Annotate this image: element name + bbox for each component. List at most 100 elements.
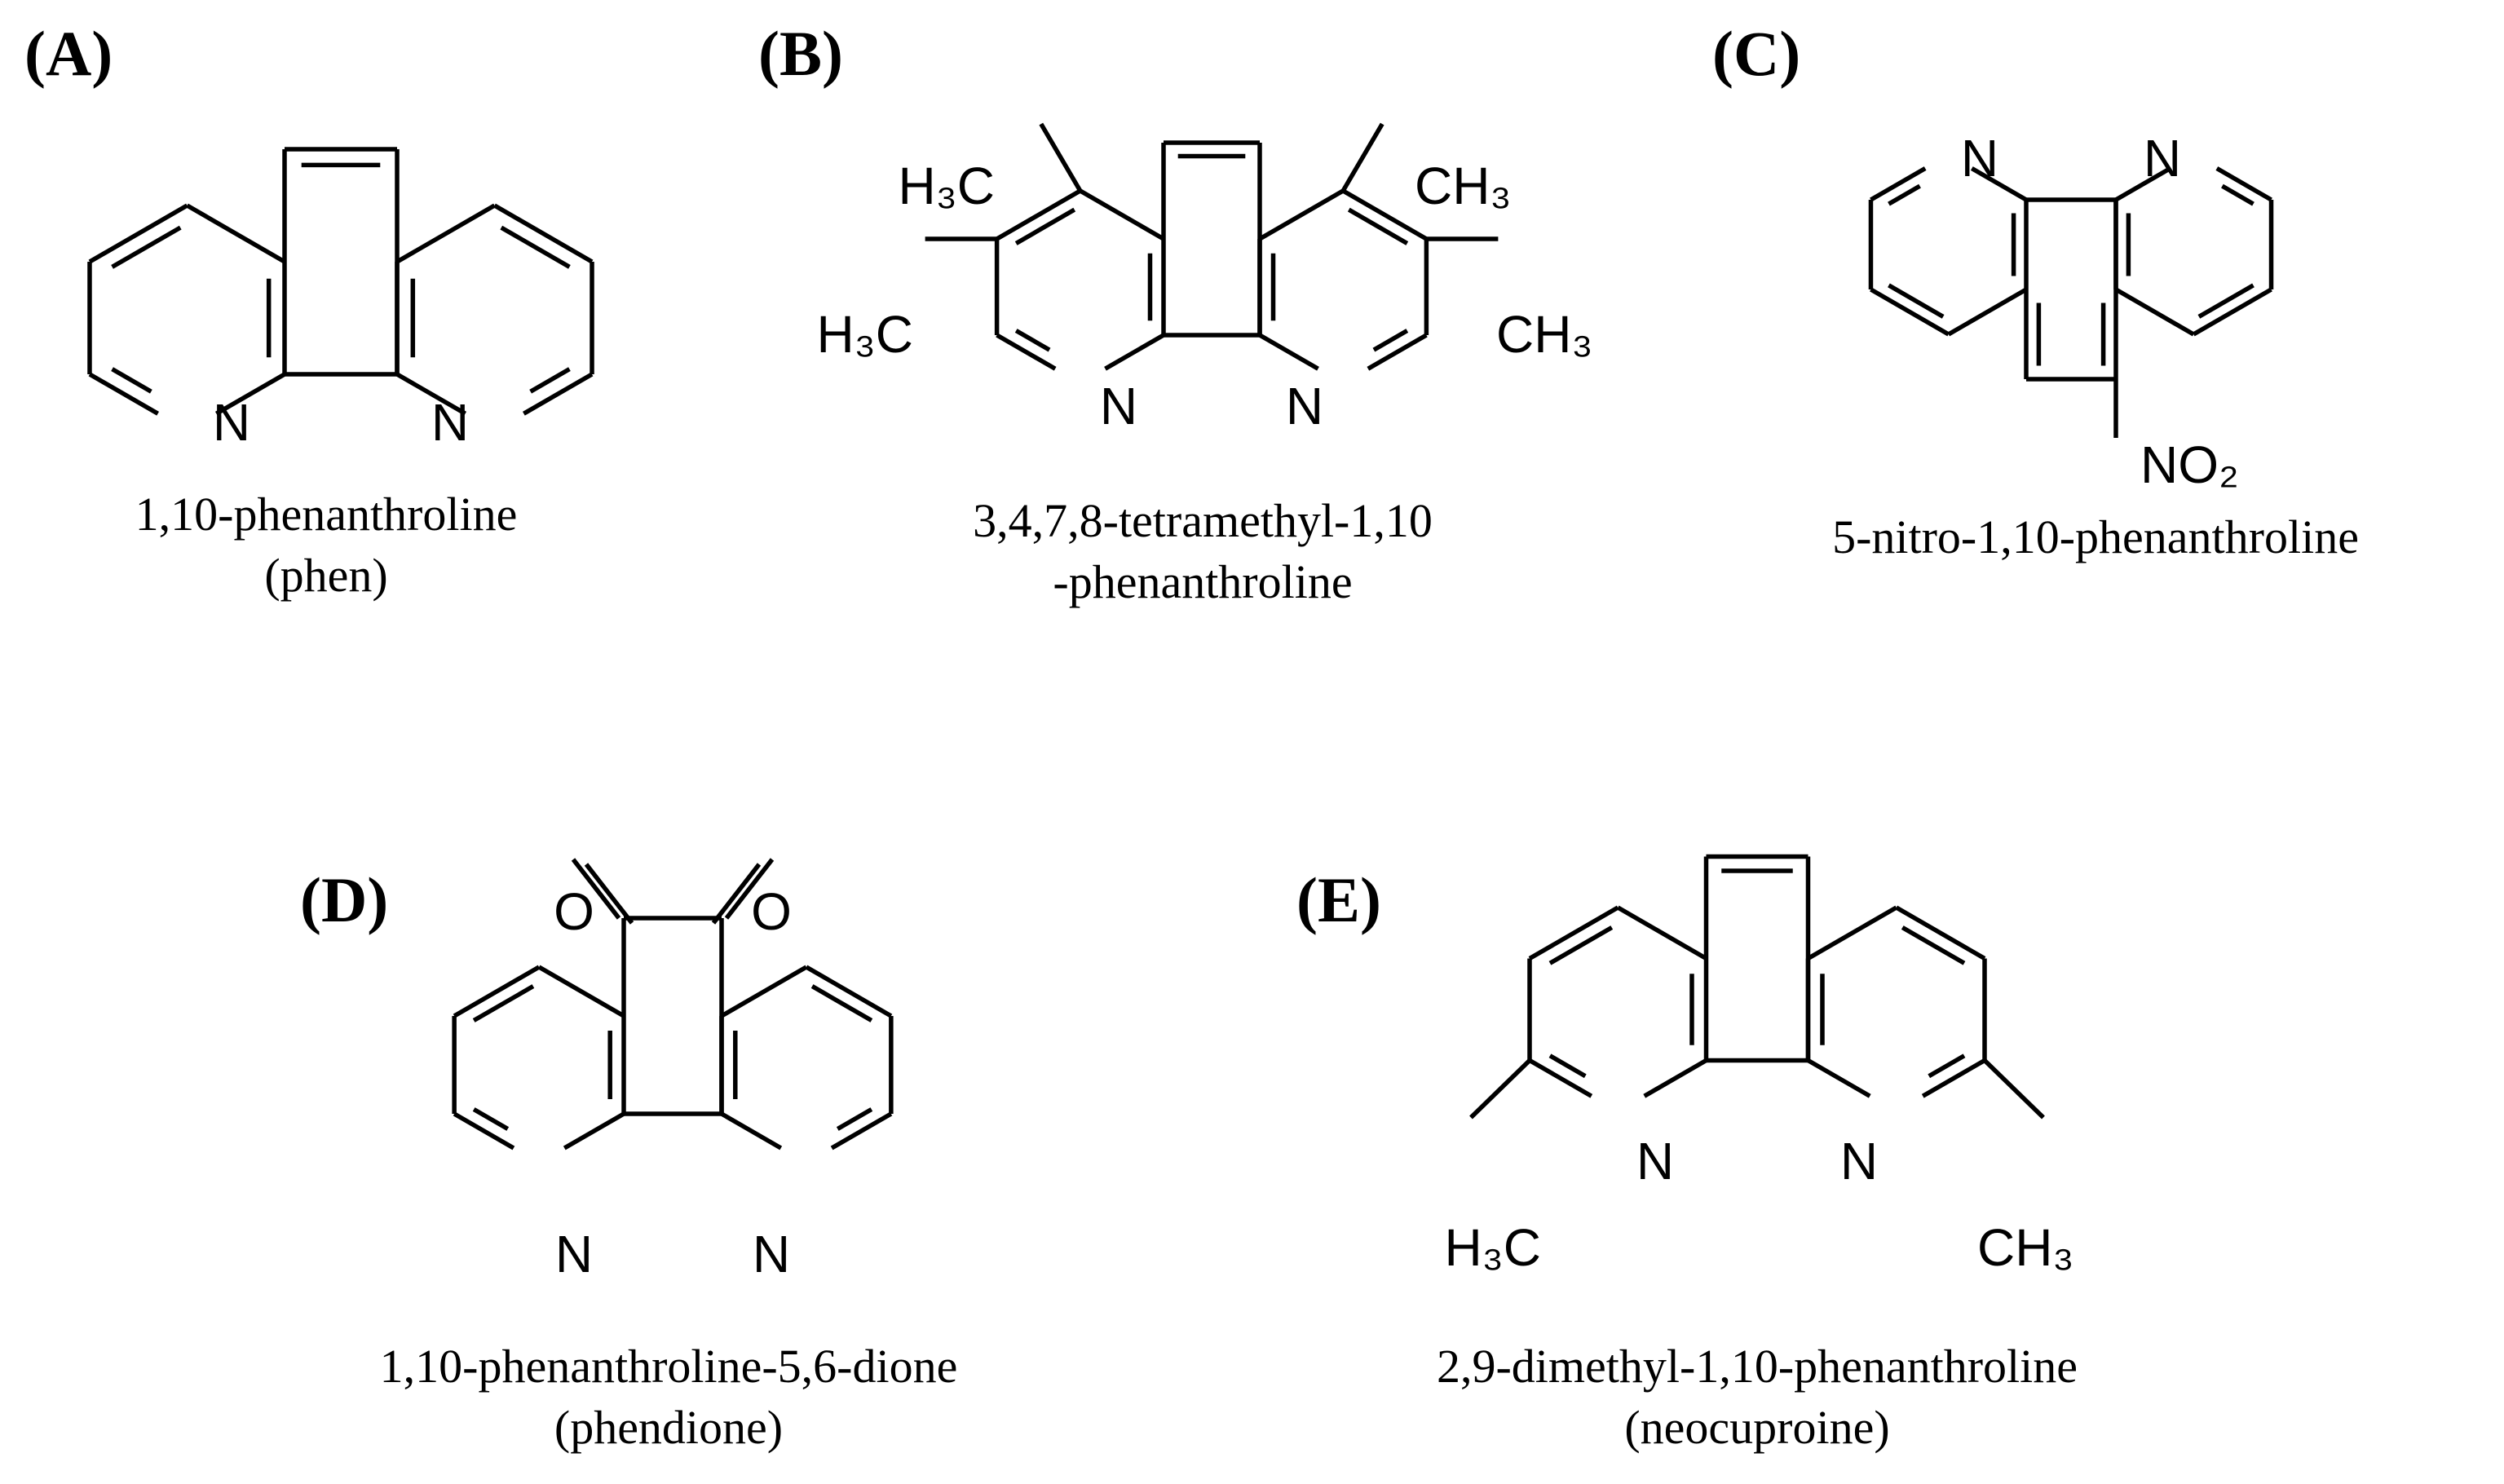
- carbonyl-bond: [724, 858, 775, 920]
- bond-line-inner: [1014, 207, 1076, 245]
- bond-line: [537, 965, 625, 1018]
- bond-line: [2215, 166, 2272, 202]
- bond-line-inner: [1014, 329, 1051, 352]
- bond-line-inner: [1928, 1053, 1966, 1079]
- atom-d-o6: O: [751, 882, 792, 941]
- atom-a-n10: N: [431, 393, 469, 452]
- bond-line-inner: [836, 1107, 873, 1131]
- bond-line: [2192, 287, 2272, 337]
- atom-b-n1: N: [1100, 377, 1137, 435]
- bond-line: [1528, 905, 1619, 961]
- caption-b-line-1: 3,4,7,8-tetramethyl-1,10: [973, 494, 1433, 547]
- bond-line-inner: [1901, 925, 1966, 965]
- bond-line: [1947, 287, 2028, 337]
- bond-line-inner: [1372, 329, 1409, 352]
- bond-line: [88, 372, 160, 416]
- caption-d-line-1: 1,10-phenanthroline-5,6-dione: [380, 1340, 958, 1393]
- bond-line: [522, 372, 594, 416]
- bond-line: [214, 372, 286, 416]
- bond-line: [563, 1111, 625, 1151]
- bond-line-inner: [2197, 283, 2254, 319]
- bond-line-inner: [500, 225, 571, 269]
- carbonyl-bond: [584, 863, 634, 925]
- panel-label-a: (A): [24, 18, 113, 89]
- atom-d-n10: N: [753, 1225, 790, 1283]
- bond-line: [996, 188, 1082, 241]
- caption-b-line-2: -phenanthroline: [1053, 555, 1352, 608]
- bond-line-inner: [111, 225, 182, 269]
- atom-c-nitro: NO₂: [2140, 435, 2239, 494]
- bond-line-inner: [1548, 925, 1614, 965]
- bond-line: [1870, 166, 1927, 202]
- bond-line-inner: [1888, 283, 1945, 319]
- bond-line: [493, 203, 594, 264]
- caption-e-line-1: 2,9-dimethyl-1,10-phenanthroline: [1437, 1340, 2078, 1393]
- atom-a-n1: N: [213, 393, 250, 452]
- methyl-bond: [1983, 1058, 2045, 1120]
- bond-line: [2114, 287, 2195, 337]
- bond-line-inner: [111, 367, 152, 394]
- caption-a-line-2: (phen): [264, 549, 387, 602]
- caption-d-line-2: (phendione): [554, 1401, 783, 1454]
- atom-e-n1: N: [1636, 1132, 1674, 1190]
- methyl-bond: [1039, 122, 1083, 192]
- bond-line: [1807, 905, 1898, 961]
- panel-label-b: (B): [758, 18, 843, 89]
- bond-line-inner: [472, 1107, 510, 1131]
- bond-line-inner: [1548, 1053, 1587, 1079]
- bond-line: [720, 1111, 783, 1151]
- panel-label-d: (D): [300, 864, 388, 935]
- atom-d-n1: N: [555, 1225, 593, 1283]
- atom-c-n10: N: [2144, 129, 2181, 188]
- methyl-bond: [1469, 1058, 1531, 1120]
- bond-line: [395, 372, 467, 416]
- bond-line: [805, 965, 893, 1018]
- bond-line-inner: [1888, 183, 1921, 206]
- bond-line: [453, 965, 541, 1018]
- bond-line: [1616, 905, 1707, 961]
- bond-line-inner: [1347, 207, 1409, 245]
- bond-line: [1970, 166, 2028, 202]
- atom-e-methyl-9: CH₃: [1977, 1218, 2074, 1277]
- atom-b-n10: N: [1286, 377, 1323, 435]
- bond-line: [1258, 333, 1319, 371]
- atom-b-methyl-8: CH₃: [1496, 305, 1593, 364]
- bond-line: [1367, 333, 1428, 371]
- atom-b-methyl-4: H₃C: [899, 157, 996, 215]
- carbonyl-bond: [571, 858, 621, 920]
- bond-line: [1870, 287, 1950, 337]
- atom-e-n10: N: [1840, 1132, 1878, 1190]
- methyl-bond: [1340, 122, 1384, 192]
- bond-line: [453, 1111, 515, 1151]
- bond-line-inner: [810, 984, 873, 1022]
- atom-c-n1: N: [1961, 129, 1998, 188]
- bond-line: [395, 203, 496, 264]
- bond-line: [1258, 188, 1345, 241]
- caption-e-line-2: (neocuproine): [1624, 1401, 1889, 1454]
- bond-line: [830, 1111, 893, 1151]
- atom-b-methyl-3: H₃C: [817, 305, 914, 364]
- bond-line: [1079, 188, 1165, 241]
- bond-line: [186, 203, 286, 264]
- bond-line: [1921, 1058, 1986, 1098]
- bond-line-inner: [529, 367, 571, 394]
- panel-label-e: (E): [1296, 864, 1381, 935]
- bond-line: [2114, 166, 2172, 202]
- bond-line: [88, 203, 188, 264]
- bond-line-inner: [472, 984, 535, 1022]
- bond-line: [1104, 333, 1165, 371]
- panel-label-c: (C): [1712, 18, 1800, 89]
- caption-a-line-1: 1,10-phenanthroline: [135, 488, 518, 541]
- bond-line: [720, 965, 808, 1018]
- bond-line: [1807, 1058, 1871, 1098]
- bond-line: [996, 333, 1057, 371]
- atom-b-methyl-7: CH₃: [1415, 157, 1512, 215]
- bond-line: [1643, 1058, 1707, 1098]
- caption-c-line-1: 5-nitro-1,10-phenanthroline: [1832, 510, 2359, 563]
- bond-lines: [87, 122, 2274, 1151]
- bond-line: [1341, 188, 1428, 241]
- atom-e-methyl-2: H₃C: [1445, 1218, 1542, 1277]
- atom-d-o5: O: [554, 882, 594, 941]
- bond-line: [1528, 1058, 1593, 1098]
- carbonyl-bond: [711, 863, 762, 925]
